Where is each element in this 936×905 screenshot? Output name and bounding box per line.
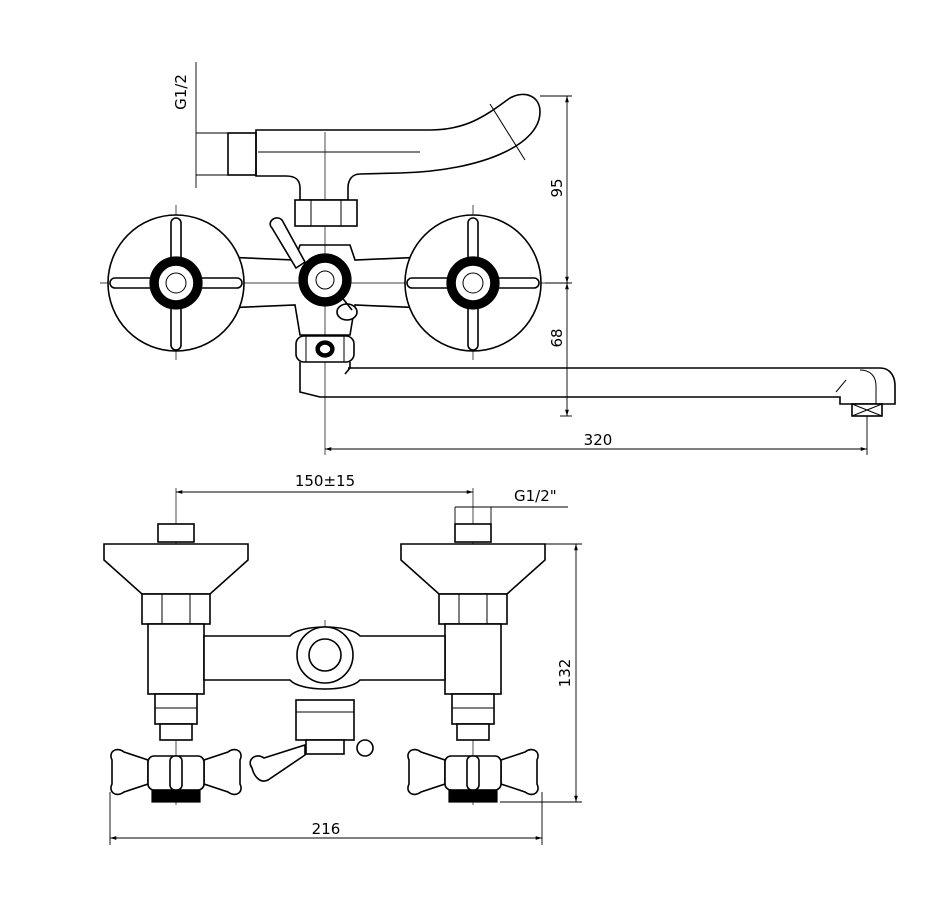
right-cross-handle <box>404 214 542 352</box>
upper-inlet-nipple <box>227 132 257 176</box>
bv-right-handle-center <box>466 755 480 791</box>
bv-left-stem <box>159 723 193 741</box>
long-spout-body <box>348 367 896 405</box>
bv-diverter-inner <box>308 638 342 672</box>
dim-216-label: 216 <box>312 820 341 838</box>
diverter-stem <box>339 294 353 311</box>
bv-dim-total-width: 216 <box>109 792 543 845</box>
bv-left-valve <box>154 693 198 725</box>
upper-nut <box>294 199 358 227</box>
dim-g12b-label: G1/2" <box>514 487 557 505</box>
bv-right-cap <box>448 789 498 803</box>
bottom-view: 150±15 G1/2" 132 216 <box>103 472 582 845</box>
dim-150-label: 150±15 <box>295 472 355 490</box>
bv-dim-center-distance: 150±15 <box>176 472 473 494</box>
aerator-mesh <box>851 403 883 417</box>
spout-tip-line <box>489 103 526 161</box>
bv-diverter-lever <box>249 743 306 782</box>
dim-68-label: 68 <box>548 328 566 347</box>
bv-right-column <box>400 523 546 803</box>
diverter-small-knob <box>336 303 358 321</box>
left-cross-handle <box>107 214 245 352</box>
dim-g12-label: G1/2 <box>172 74 190 110</box>
bv-lower-nut <box>295 699 355 741</box>
bv-right-valve <box>451 693 495 725</box>
bv-right-handle-left <box>407 748 446 796</box>
bv-right-nut <box>438 593 508 625</box>
bv-right-escutcheon <box>400 543 546 595</box>
bv-left-nut <box>141 593 211 625</box>
dim-vertical-right: 95 68 <box>540 95 572 417</box>
bv-left-inlet <box>157 523 195 543</box>
long-spout <box>348 367 896 417</box>
dim-spout-length: 320 <box>325 416 868 455</box>
dim-95-label: 95 <box>548 178 566 197</box>
bv-left-handle-left <box>110 748 149 796</box>
lower-outlet <box>295 335 355 398</box>
lower-body <box>299 362 350 398</box>
bv-dim-inlet-thread: G1/2" <box>454 487 568 524</box>
dim-132-label: 132 <box>556 659 574 688</box>
bv-left-cap <box>151 789 201 803</box>
bv-right-stem <box>456 723 490 741</box>
bv-right-inlet <box>454 523 492 543</box>
spout-bend-line <box>835 379 847 393</box>
upper-spout <box>227 93 541 227</box>
right-hub-ring <box>454 264 492 302</box>
bv-left-column <box>103 523 249 803</box>
bv-dim-total-height: 132 <box>500 543 582 803</box>
diverter-center <box>315 270 335 290</box>
bv-left-handle-center <box>169 755 183 791</box>
bv-diverter-knob <box>356 739 374 757</box>
dim-inlet-thread-top: G1/2 <box>172 62 228 188</box>
bv-right-body <box>444 623 502 695</box>
upper-spout-body <box>255 93 541 201</box>
left-hub-ring <box>157 264 195 302</box>
right-hub-center <box>462 272 484 294</box>
spout-end-curve <box>859 369 877 404</box>
bv-left-body <box>147 623 205 695</box>
diverter-ring <box>306 261 344 299</box>
bv-lower-stem <box>305 739 345 755</box>
dim-320-label: 320 <box>584 431 613 449</box>
bv-left-escutcheon <box>103 543 249 595</box>
diverter-lever <box>269 217 307 270</box>
top-view: G1/2 95 68 320 <box>100 62 896 455</box>
diverter-knob <box>269 217 358 321</box>
bv-right-handle-right <box>500 748 539 796</box>
left-hub-center <box>165 272 187 294</box>
lower-nut-hole-inner <box>318 343 332 355</box>
bv-center-body <box>203 626 446 782</box>
bv-left-handle-right <box>203 748 242 796</box>
